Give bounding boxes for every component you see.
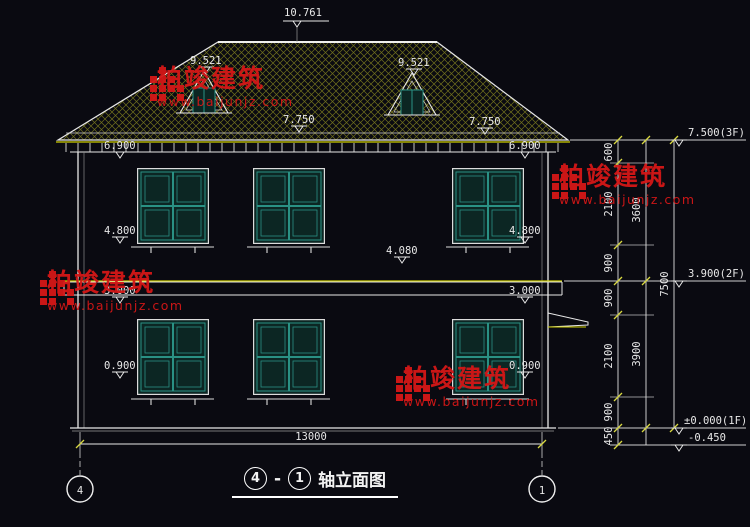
label-dormer-left: 9.521: [190, 55, 222, 67]
level-symbols: [671, 139, 687, 452]
group-3600: 3600: [631, 197, 643, 222]
total-7500: 7500: [659, 271, 671, 296]
dormer-left: [176, 69, 232, 114]
group-3900: 3900: [631, 341, 643, 366]
axis-label-left: 4: [77, 485, 83, 497]
window-1f-right: [452, 319, 524, 395]
window-sills: [131, 246, 529, 405]
window-1f-left: [137, 319, 209, 395]
axis-grid: 4 1: [66, 452, 556, 503]
label-ridge: 10.761: [284, 7, 322, 19]
drawing-title: 4 - 1 轴立面图: [232, 466, 399, 498]
seg-2100-a: 2100: [603, 191, 615, 216]
label-sill-left: 0.900: [104, 360, 136, 372]
level-base: -0.450: [688, 432, 726, 444]
axis-label-right: 1: [539, 485, 545, 497]
level-labels: 7.500(3F) 3.900(2F) ±0.000(1F) -0.450: [684, 127, 747, 444]
window-2f-left: [137, 168, 209, 244]
floor-band: [63, 280, 563, 296]
seg-900-b: 900: [603, 289, 615, 308]
overall-width-dim: 13000: [295, 431, 327, 443]
rafter-tails: [60, 143, 566, 152]
walls: [70, 152, 556, 432]
windows: [131, 168, 529, 405]
chain-values: 600 2100 900 900 2100 900 450 3600 3900 …: [603, 143, 671, 446]
seg-900-a: 900: [603, 254, 615, 273]
seg-450: 450: [603, 427, 615, 446]
right-dimension-chains: 600 2100 900 900 2100 900 450 3600 3900 …: [558, 127, 747, 452]
label-slope-left: 7.750: [283, 114, 315, 126]
dormer-right: [384, 71, 440, 116]
label-lintel-right: 4.800: [509, 225, 541, 237]
label-slope-right: 7.750: [469, 116, 501, 128]
label-floor2-left: 3.000: [104, 285, 136, 297]
title-text: 轴立面图: [318, 471, 387, 491]
elevation-markers: [112, 20, 533, 379]
window-1f-center: [253, 319, 325, 395]
side-canopy: [547, 312, 589, 328]
level-2f: 3.900(2F): [688, 268, 745, 280]
seg-2100-b: 2100: [603, 343, 615, 368]
level-3f: 7.500(3F): [688, 127, 745, 139]
window-2f-center: [253, 168, 325, 244]
axis-bubble-4: [66, 475, 94, 503]
label-floor2-right: 3.000: [509, 285, 541, 297]
hip-roof: [55, 41, 570, 153]
bottom-dimension: 13000: [75, 431, 547, 452]
seg-900-c: 900: [603, 403, 615, 422]
title-axis-left-bubble: 4: [244, 467, 267, 490]
axis-bubble-1: [528, 475, 556, 503]
title-dash: -: [274, 468, 282, 489]
title-axis-right-bubble: 1: [288, 467, 312, 490]
label-eave-right: 6.900: [509, 140, 541, 152]
label-eave-left: 6.900: [104, 140, 136, 152]
label-canopy: 4.080: [386, 245, 418, 257]
level-1f: ±0.000(1F): [684, 415, 747, 427]
dimension-ticks: [75, 439, 547, 449]
seg-600: 600: [603, 143, 615, 162]
label-dormer-right: 9.521: [398, 57, 430, 69]
label-sill-right: 0.900: [509, 360, 541, 372]
label-lintel-left: 4.800: [104, 225, 136, 237]
facade-labels: 10.761 9.521 9.521 7.750 7.750 6.900 6.9…: [104, 7, 541, 372]
